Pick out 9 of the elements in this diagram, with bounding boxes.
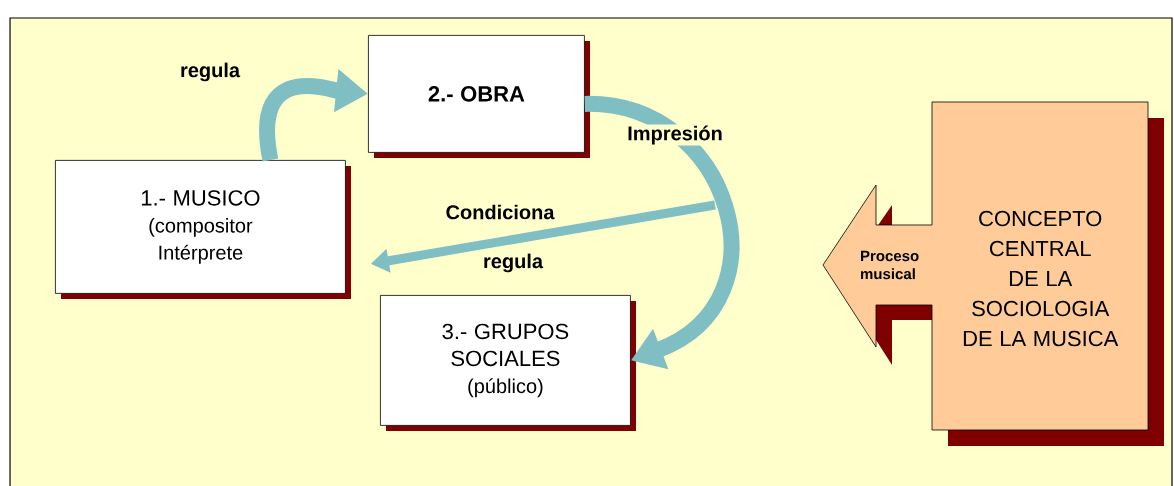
arrow [584,95,739,370]
text-label: regula [484,253,544,273]
text-box: 2.- OBRA [368,35,585,153]
text-box: 3.- GRUPOS SOCIALES (público) [380,295,631,426]
edge-label: Impresión [628,125,722,145]
text-box: 1.- MUSICO (compositor Intérprete [55,160,346,294]
edge-label: Condiciona [446,204,555,220]
concept-arrow-box: CONCEPTO CENTRAL DE LA SOCIOLOGIA DE LA MUSICA Proceso musical [822,101,1149,431]
edge-label: regula [181,62,241,82]
